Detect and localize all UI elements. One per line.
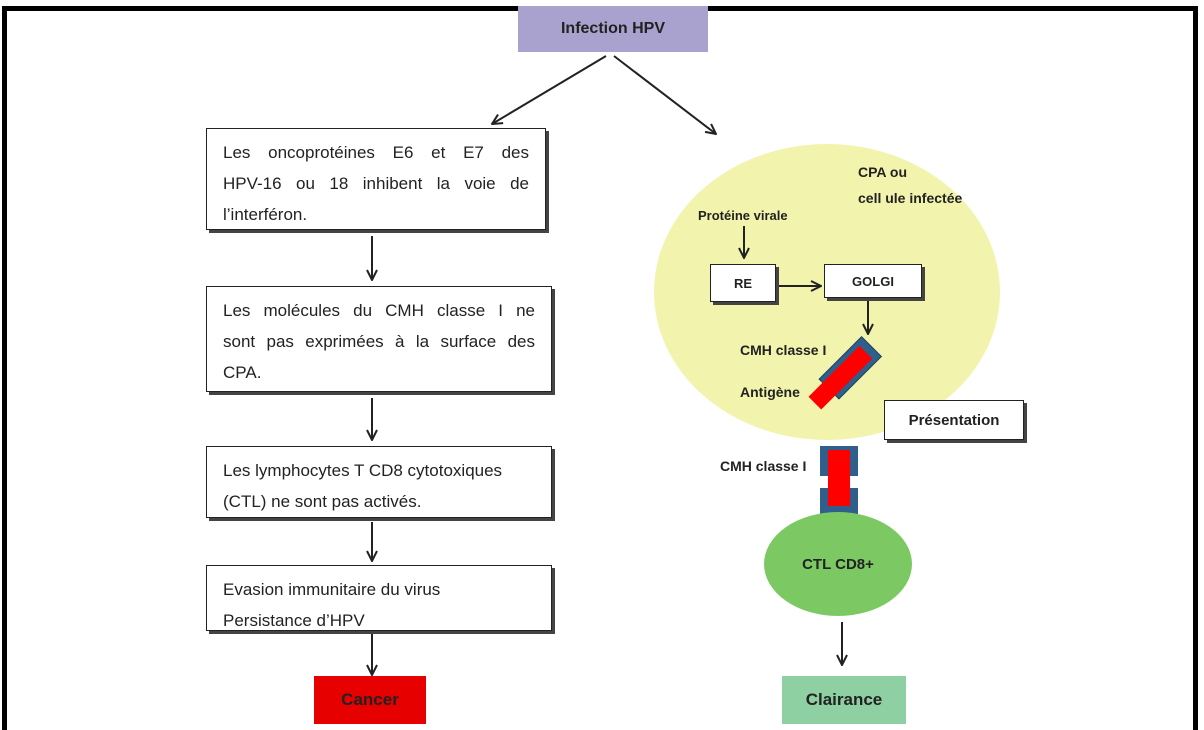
step-oncoproteins-line-1: Les oncoprotéines E6 et E7 des <box>223 143 529 162</box>
clairance-box: Clairance <box>782 676 906 724</box>
golgi-box: GOLGI <box>824 264 922 298</box>
step-mhc-box: Les molécules du CMH classe I ne sont pa… <box>206 286 552 392</box>
step-evasion-box: Evasion immunitaire du virus Persistance… <box>206 565 552 631</box>
mhc-receptor-icon <box>820 446 858 514</box>
mhc-class-i-top-label: CMH classe I <box>740 342 827 358</box>
step-ctl-line-1: Les lymphocytes T CD8 cytotoxiques <box>223 461 503 480</box>
re-box: RE <box>710 264 776 302</box>
infection-hpv-box: Infection HPV <box>518 6 708 52</box>
step-mhc-line-2: sont pas exprimées à la surface des <box>223 332 535 351</box>
viral-protein-label: Protéine virale <box>698 208 788 223</box>
step-ctl-line-2: (CTL) ne sont pas activés. <box>223 492 422 511</box>
mhc-class-i-bottom-label: CMH classe I <box>720 458 807 474</box>
cancer-box: Cancer <box>314 676 426 724</box>
arrow-to-right-path <box>613 55 716 134</box>
cell-label-line-1: CPA ou <box>858 164 907 180</box>
mhc-antigen-complex-icon <box>808 335 883 410</box>
step-mhc-line-3: CPA. <box>223 363 262 382</box>
step-ctl-box: Les lymphocytes T CD8 cytotoxiques (CTL)… <box>206 446 552 518</box>
step-oncoproteins-line-2: HPV-16 ou 18 inhibent la voie de <box>223 174 529 193</box>
step-oncoproteins-box: Les oncoprotéines E6 et E7 des HPV-16 ou… <box>206 128 546 230</box>
step-mhc-line-1: Les molécules du CMH classe I ne <box>223 301 535 320</box>
cell-label-line-2: cell ule infectée <box>858 190 963 206</box>
presentation-box: Présentation <box>884 400 1024 440</box>
step-oncoproteins-line-3: l’interféron. <box>223 205 308 224</box>
arrow-to-left-path <box>492 55 607 124</box>
antigen-label: Antigène <box>740 384 800 400</box>
ctl-cd8-cell: CTL CD8+ <box>764 512 912 616</box>
step-evasion-line-2: Persistance d’HPV <box>223 611 365 630</box>
step-evasion-line-1: Evasion immunitaire du virus <box>223 580 441 599</box>
